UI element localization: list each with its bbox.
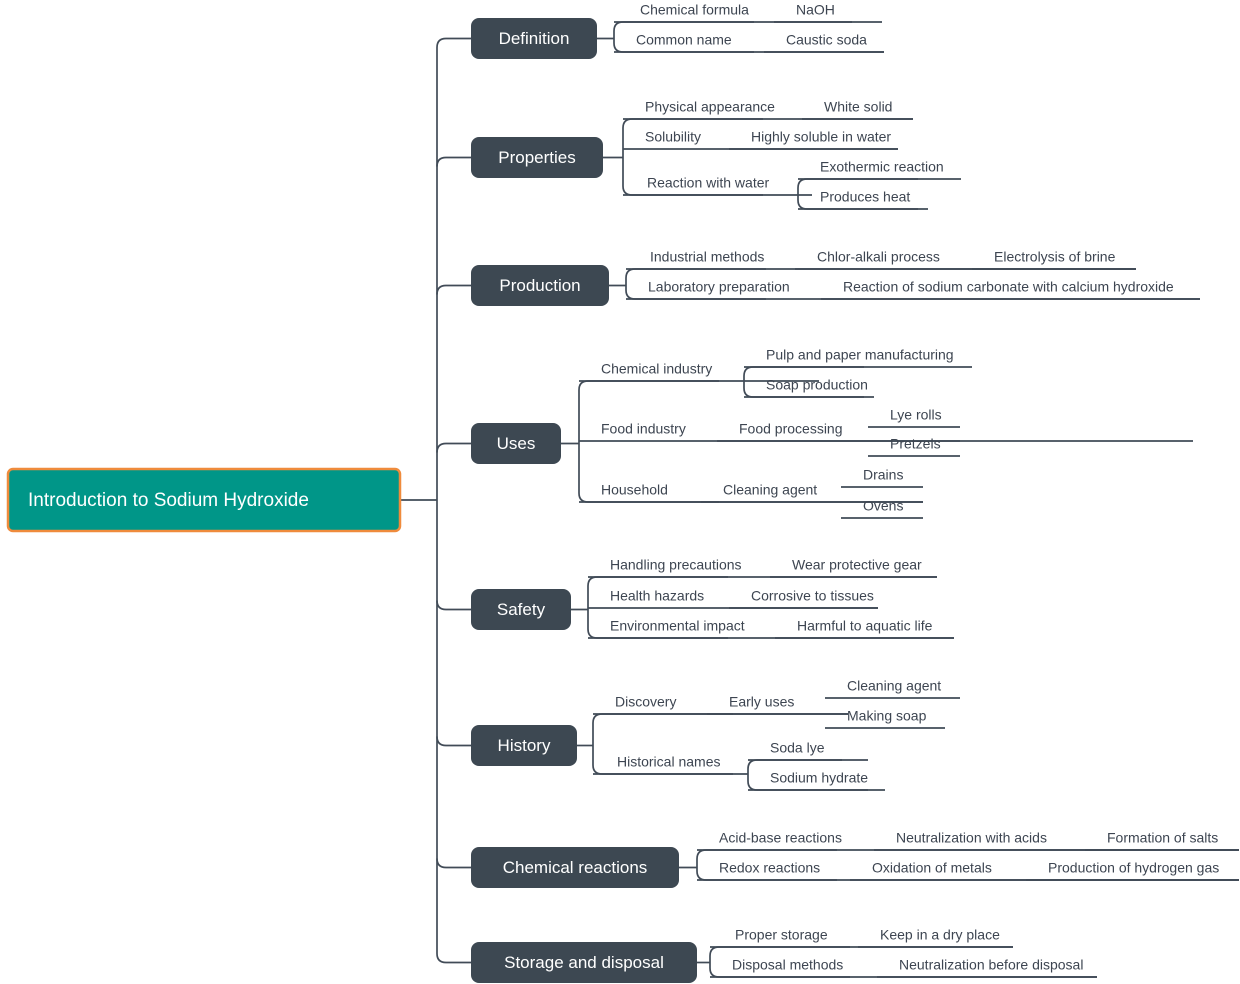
leaf-label: Discovery	[615, 694, 676, 710]
leaf-label: Acid-base reactions	[719, 830, 842, 846]
leaf-label: Ovens	[863, 498, 903, 514]
leaf-label: Environmental impact	[610, 618, 745, 634]
branch-node-label: Uses	[497, 434, 536, 453]
leaf-label: Sodium hydrate	[770, 770, 868, 786]
branch-node-box[interactable]	[471, 423, 561, 464]
branch-node-box[interactable]	[471, 725, 577, 766]
root-node-label: Introduction to Sodium Hydroxide	[28, 490, 309, 511]
branch-stem-7	[436, 953, 471, 964]
leaf-label: Early uses	[729, 694, 794, 710]
leaf-label: Exothermic reaction	[820, 159, 944, 175]
branch-node-3[interactable]: Uses	[471, 423, 561, 464]
branch-stem-3	[436, 442, 471, 453]
branch-node-box[interactable]	[471, 18, 597, 59]
leaf-label: Chemical industry	[601, 361, 712, 377]
branch-node-label: Storage and disposal	[504, 953, 664, 972]
branch-stem-6	[436, 858, 471, 869]
branch-stem-2	[436, 284, 471, 295]
leaf-label: Industrial methods	[650, 249, 764, 265]
branch-node-0[interactable]: Definition	[471, 18, 597, 59]
leaf-label: Making soap	[847, 708, 927, 724]
branch-node-label: Chemical reactions	[503, 858, 648, 877]
branch-node-box[interactable]	[471, 847, 679, 888]
leaf-label: Food industry	[601, 421, 686, 437]
branch-stem-0	[436, 37, 471, 48]
leaf-label: NaOH	[796, 2, 835, 18]
leaf-label: Oxidation of metals	[872, 860, 992, 876]
leaf-label: Chemical formula	[640, 2, 749, 18]
branch-node-label: History	[498, 736, 551, 755]
leaf-label: Common name	[636, 32, 732, 48]
leaf-label: Soap production	[766, 377, 868, 393]
leaf-label: Formation of salts	[1107, 830, 1218, 846]
leaf-label: Soda lye	[770, 740, 825, 756]
leaf-label: Highly soluble in water	[751, 129, 891, 145]
leaf-label: Pulp and paper manufacturing	[766, 347, 954, 363]
leaf-label: Neutralization before disposal	[899, 957, 1083, 973]
leaf-label: White solid	[824, 99, 892, 115]
node-layer: Introduction to Sodium Hydroxide Definiti…	[6, 2, 1219, 983]
leaf-label: Handling precautions	[610, 557, 742, 573]
leaf-label: Health hazards	[610, 588, 704, 604]
leaf-label: Harmful to aquatic life	[797, 618, 933, 634]
leaf-label: Physical appearance	[645, 99, 775, 115]
leaf-label: Production of hydrogen gas	[1048, 860, 1219, 876]
leaf-label: Corrosive to tissues	[751, 588, 874, 604]
branch-node-label: Definition	[499, 29, 570, 48]
branch-node-box[interactable]	[471, 589, 571, 630]
branch-node-7[interactable]: Storage and disposal	[471, 942, 697, 983]
leaf-label: Wear protective gear	[792, 557, 922, 573]
branch-stem-4	[436, 600, 471, 611]
leaf-label: Reaction with water	[647, 175, 770, 191]
leaf-label: Reaction of sodium carbonate with calciu…	[843, 279, 1174, 295]
leaf-label: Food processing	[739, 421, 843, 437]
branch-node-label: Safety	[497, 600, 546, 619]
branch-node-label: Production	[499, 276, 580, 295]
leaf-label: Drains	[863, 467, 903, 483]
branch-node-box[interactable]	[471, 265, 609, 306]
leaf-label: Proper storage	[735, 927, 828, 943]
leaf-label: Disposal methods	[732, 957, 843, 973]
leaf-label: Pretzels	[890, 436, 941, 452]
branch-stem-5	[436, 736, 471, 747]
leaf-label: Household	[601, 482, 668, 498]
leaf-label: Lye rolls	[890, 407, 942, 423]
leaf-label: Laboratory preparation	[648, 279, 790, 295]
leaf-label: Cleaning agent	[723, 482, 817, 498]
leaf-label: Cleaning agent	[847, 678, 941, 694]
leaf-label: Produces heat	[820, 189, 910, 205]
leaf-label: Solubility	[645, 129, 701, 145]
leaf-label: Keep in a dry place	[880, 927, 1000, 943]
leaf-label: Electrolysis of brine	[994, 249, 1116, 265]
branch-node-1[interactable]: Properties	[471, 137, 603, 178]
branch-node-box[interactable]	[471, 942, 697, 983]
leaf-label: Redox reactions	[719, 860, 820, 876]
branch-node-5[interactable]: History	[471, 725, 577, 766]
branch-node-label: Properties	[498, 148, 575, 167]
leaf-label: Neutralization with acids	[896, 830, 1047, 846]
branch-node-box[interactable]	[471, 137, 603, 178]
leaf-label: Chlor-alkali process	[817, 249, 940, 265]
branch-node-6[interactable]: Chemical reactions	[471, 847, 679, 888]
branch-node-2[interactable]: Production	[471, 265, 609, 306]
leaf-label: Caustic soda	[786, 32, 867, 48]
branch-stem-1	[436, 156, 471, 167]
root-node[interactable]: Introduction to Sodium Hydroxide	[6, 467, 402, 533]
connector-layer	[400, 21, 1239, 978]
leaf-label: Historical names	[617, 754, 720, 770]
root-node-box[interactable]	[6, 467, 402, 533]
branch-node-4[interactable]: Safety	[471, 589, 571, 630]
